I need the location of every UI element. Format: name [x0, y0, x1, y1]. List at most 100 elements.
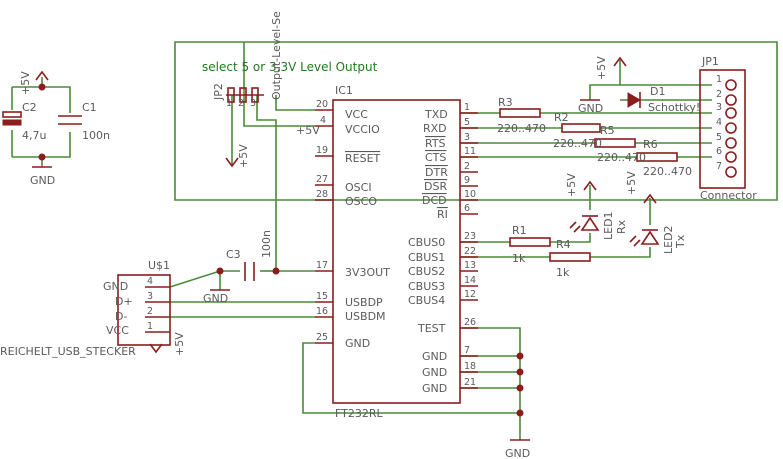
- supply-arrow-c: [35, 70, 49, 81]
- resistor-r2: [561, 123, 601, 133]
- svg-text:USBDM: USBDM: [345, 310, 386, 323]
- svg-text:VCCIO: VCCIO: [345, 123, 380, 136]
- svg-text:2: 2: [238, 98, 244, 109]
- svg-text:RESET: RESET: [345, 152, 381, 165]
- svg-text:11: 11: [464, 146, 476, 157]
- svg-text:R2: R2: [554, 111, 569, 124]
- svg-text:CBUS0: CBUS0: [408, 236, 445, 249]
- resistor-r4: [549, 252, 591, 262]
- usb-connector-body: [117, 274, 171, 346]
- svg-text:DSR: DSR: [424, 180, 447, 193]
- svg-text:OSCO: OSCO: [345, 195, 377, 208]
- svg-text:26: 26: [464, 317, 476, 328]
- svg-text:OSCI: OSCI: [345, 181, 372, 194]
- svg-text:R4: R4: [556, 238, 571, 251]
- svg-text:7: 7: [464, 345, 470, 356]
- resistor-r6: [636, 152, 678, 162]
- svg-text:25: 25: [316, 332, 328, 343]
- svg-text:2: 2: [716, 89, 722, 100]
- svg-text:3: 3: [147, 291, 153, 302]
- ic1-name: FT232RL: [335, 407, 383, 420]
- svg-text:16: 16: [316, 306, 328, 317]
- svg-text:220..470: 220..470: [643, 165, 692, 178]
- svg-text:7: 7: [716, 161, 722, 172]
- svg-text:VCC: VCC: [345, 108, 368, 121]
- svg-text:14: 14: [464, 275, 476, 286]
- svg-text:21: 21: [464, 377, 476, 388]
- svg-text:RXD: RXD: [423, 122, 447, 135]
- svg-text:LED2: LED2: [662, 225, 675, 254]
- svg-text:5: 5: [716, 132, 722, 143]
- supply-arrow-d1: [613, 56, 627, 67]
- svg-text:D+: D+: [115, 295, 133, 308]
- svg-text:23: 23: [464, 231, 476, 242]
- svg-text:4: 4: [716, 117, 722, 128]
- ic1-body: [332, 99, 461, 404]
- svg-text:R5: R5: [600, 124, 615, 137]
- level-select-title: select 5 or 3.3V Level Output: [202, 60, 378, 74]
- diode-d1: [627, 92, 641, 108]
- svg-text:1k: 1k: [512, 252, 526, 265]
- svg-text:GND: GND: [422, 382, 447, 395]
- jp1-pins: 1 2 3 4 5 6 7: [716, 74, 722, 172]
- svg-text:GND: GND: [422, 366, 447, 379]
- svg-text:GND: GND: [103, 280, 128, 293]
- svg-text:1: 1: [147, 321, 153, 332]
- supply-arrow-usb: [149, 343, 163, 354]
- svg-text:4: 4: [147, 276, 153, 287]
- labels: select 5 or 3.3V Level Output Output-Lev…: [0, 11, 757, 459]
- ic1-ref: IC1: [335, 84, 353, 97]
- svg-text:+5V: +5V: [173, 332, 186, 356]
- svg-text:15: 15: [316, 291, 328, 302]
- svg-text:19: 19: [316, 145, 328, 156]
- svg-text:20: 20: [316, 99, 328, 110]
- svg-text:C3: C3: [226, 248, 241, 261]
- svg-text:LED1: LED1: [602, 211, 615, 240]
- svg-text:3: 3: [716, 102, 722, 113]
- svg-text:27: 27: [316, 174, 328, 185]
- svg-text:13: 13: [464, 260, 476, 271]
- svg-text:9: 9: [464, 175, 470, 186]
- svg-text:1: 1: [464, 102, 470, 113]
- jp2-name: Output-Level-Se: [270, 11, 283, 100]
- svg-text:DCD: DCD: [422, 194, 447, 207]
- svg-text:GND: GND: [578, 102, 603, 115]
- resistor-r5: [594, 138, 636, 148]
- svg-text:+5V: +5V: [565, 173, 578, 197]
- svg-text:3: 3: [464, 132, 470, 143]
- svg-text:3V3OUT: 3V3OUT: [345, 266, 390, 279]
- supply-arrow-led2: [643, 193, 657, 204]
- svg-text:2: 2: [464, 161, 470, 172]
- svg-text:C2: C2: [22, 101, 37, 114]
- svg-text:100n: 100n: [260, 230, 273, 258]
- nets: [11, 41, 778, 440]
- svg-text:Tx: Tx: [674, 234, 687, 249]
- svg-text:TXD: TXD: [424, 108, 448, 121]
- svg-text:USBDP: USBDP: [345, 296, 383, 309]
- svg-text:1: 1: [716, 74, 722, 85]
- svg-text:CBUS1: CBUS1: [408, 251, 445, 264]
- usb-name: REICHELT_USB_STECKER: [0, 345, 136, 358]
- svg-text:GND: GND: [422, 350, 447, 363]
- svg-text:100n: 100n: [82, 129, 110, 142]
- svg-text:CBUS4: CBUS4: [408, 294, 445, 307]
- svg-text:R3: R3: [498, 96, 513, 109]
- svg-text:220..470: 220..470: [553, 137, 602, 150]
- svg-text:4: 4: [320, 115, 326, 126]
- usb-ref: U$1: [148, 259, 170, 272]
- capacitor-c2: [2, 111, 22, 126]
- svg-text:Rx: Rx: [615, 219, 628, 234]
- svg-text:1: 1: [226, 98, 232, 109]
- supply-arrow-jp2: [225, 157, 239, 168]
- svg-text:GND: GND: [203, 292, 228, 305]
- net-c-gnd: [12, 132, 71, 158]
- junctions: [38, 83, 524, 417]
- svg-text:5: 5: [464, 117, 470, 128]
- svg-text:CTS: CTS: [425, 151, 446, 164]
- jp1-name: Connector: [700, 189, 757, 202]
- jp1-ref: JP1: [701, 55, 719, 68]
- svg-text:VCC: VCC: [106, 324, 129, 337]
- svg-text:GND: GND: [345, 337, 370, 350]
